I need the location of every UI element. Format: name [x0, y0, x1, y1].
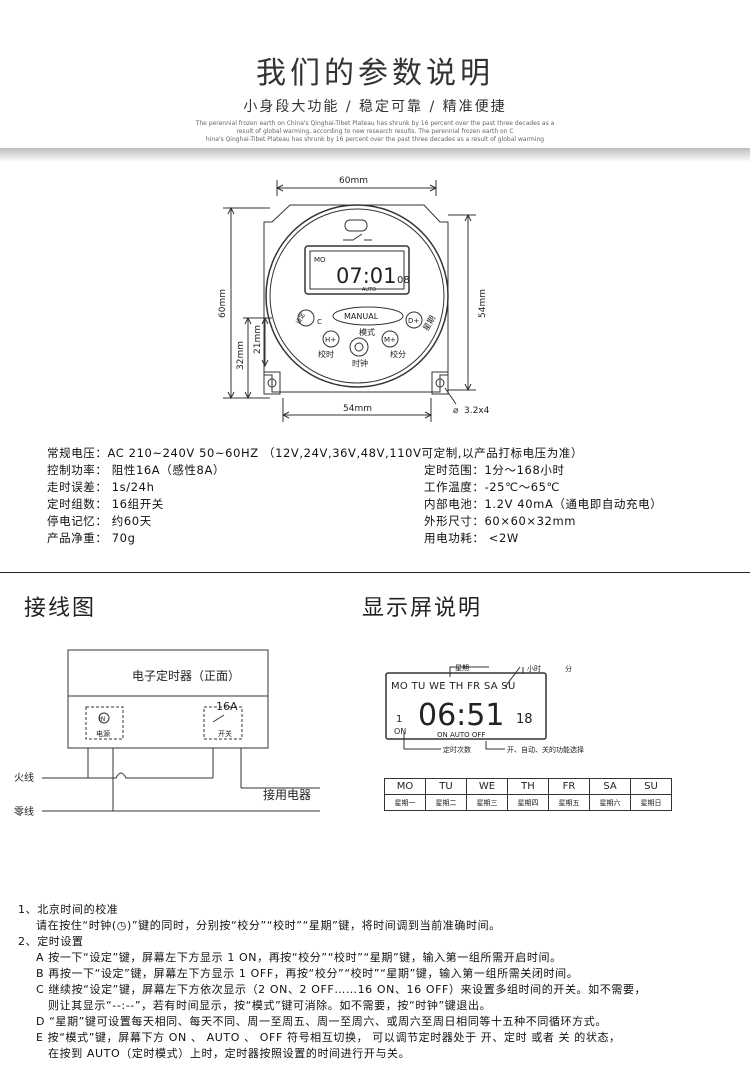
dim-right-label: 54mm: [478, 289, 488, 318]
page-subtitle: 小身段大功能 / 稳定可靠 / 精准便捷: [243, 99, 507, 115]
instruction-line: 在按到 AUTO（定时模式）上时，定时器按照设置的时间进行开与关。: [48, 1047, 411, 1060]
instruction-heading-2: 2、定时设置: [18, 935, 84, 948]
lcd-auto: AUTO: [362, 287, 376, 293]
table-row: 星期一 星期二 星期三 星期四 星期五 星期六 星期日: [384, 794, 672, 811]
dim-top-label: 60mm: [339, 176, 368, 186]
table-cell: TU: [425, 778, 467, 795]
lcd-on: ON: [394, 727, 406, 736]
spec-item: 走时误差： 1s/24h: [47, 480, 155, 494]
lcd-day: MO: [314, 256, 326, 264]
annotation-count: 定时次数: [443, 745, 471, 754]
english-line: result of global warming, according to n…: [236, 128, 514, 135]
instruction-line: C 继续按“设定”键，屏幕左下方依次显示（2 ON、2 OFF……16 ON、1…: [36, 983, 647, 996]
table-cell: 星期四: [507, 794, 549, 811]
english-blurb: The perennial frozen earth on China's Qi…: [150, 120, 600, 144]
instruction-heading-1: 1、北京时间的校准: [18, 903, 119, 916]
weekday-table: MO TU WE TH FR SA SU 星期一 星期二 星期三 星期四 星期五…: [384, 778, 672, 811]
spec-left-column: 控制功率： 阻性16A（感性8A） 走时误差： 1s/24h 定时组数： 16组…: [47, 462, 225, 547]
manual-button-label: MANUAL: [344, 312, 379, 321]
wiring-diagram: 电子定时器（正面） 16A IN 电源 开关 火线 零线 接用电器: [14, 649, 320, 818]
table-cell: WE: [466, 778, 508, 795]
header-shadow-divider: [0, 148, 750, 162]
dim-left-label: 60mm: [218, 289, 228, 318]
set-label: 设定: [294, 311, 307, 325]
spec-item: 工作温度：-25℃～65℃: [424, 480, 561, 494]
table-cell: 星期一: [384, 794, 426, 811]
section-divider: [0, 572, 750, 573]
instruction-line: 请在按住“时钟(◷)”键的同时，分别按“校分”“校时”“星期”键，将时间调到当前…: [36, 919, 501, 932]
display-title: 显示屏说明: [362, 596, 483, 621]
hole-diameter-icon: ⌀: [453, 406, 459, 416]
instruction-line: B 再按一下“设定”键，屏幕左下方显示 1 OFF，再按“校分”“校时”“星期”…: [36, 967, 579, 980]
timer-box-label: 电子定时器（正面）: [132, 668, 240, 683]
amp-label: 16A: [216, 700, 238, 713]
lcd-time: 07:01: [336, 264, 397, 288]
annotation-minute: 分: [565, 664, 572, 673]
switch-label: 开关: [218, 729, 232, 738]
lcd-group-number: 1: [396, 714, 402, 725]
dim-32-label: 32mm: [236, 341, 246, 370]
wiring-title: 接线图: [24, 596, 97, 621]
spec-item: 定时范围：1分～168小时: [424, 463, 565, 477]
annotation-week: 星期: [455, 664, 469, 672]
english-line: The perennial frozen earth on China's Qi…: [195, 120, 555, 127]
power-label: 电源: [96, 729, 110, 738]
table-cell: 星期三: [466, 794, 508, 811]
minute-label: 校分: [390, 349, 406, 359]
spec-item: 产品净重： 70g: [47, 531, 136, 545]
instruction-line: A 按一下“设定”键，屏幕左下方显示 1 ON，再按“校分”“校时”“星期”键，…: [36, 951, 562, 964]
spec-right-column: 定时范围：1分～168小时 工作温度：-25℃～65℃ 内部电池：1.2V 40…: [424, 462, 662, 547]
dplus-button-label: D+: [408, 317, 419, 325]
english-line: hina's Qinghai-Tibet Plateau has shrunk …: [205, 136, 545, 143]
hplus-button-label: H+: [325, 336, 336, 344]
annotation-mode: 开、自动、关的功能选择: [507, 745, 584, 754]
table-cell: SA: [589, 778, 631, 795]
in-label: IN: [99, 716, 105, 723]
lcd-mode-line: ON AUTO OFF: [437, 731, 485, 739]
week-label: 星期: [421, 314, 437, 332]
table-cell: 星期五: [548, 794, 590, 811]
lcd-big-time: 06:51: [418, 698, 504, 733]
live-wire-label: 火线: [14, 771, 34, 784]
mode-label: 模式: [359, 327, 375, 337]
table-cell: 星期二: [425, 794, 467, 811]
instruction-line: 则让其显示“--:--”，若有时间显示，按“模式”键可消除。如不需要，按“时钟”…: [48, 999, 492, 1012]
table-header-row: MO TU WE TH FR SA SU: [384, 778, 672, 795]
instruction-line: D “星期”键可设置每天相同、每天不同、周一至周五、周一至周六、或周六至周日相同…: [36, 1015, 607, 1028]
table-cell: 星期日: [630, 794, 672, 811]
neutral-wire-label: 零线: [14, 805, 34, 818]
lcd-seconds: 08: [397, 275, 410, 286]
annotation-hour: 小时: [527, 664, 541, 673]
table-cell: SU: [630, 778, 672, 795]
spec-item: 用电功耗： <2W: [424, 531, 519, 545]
lcd-diagram: 星期 小时 分 MO TU WE TH FR SA SU 1 06:51 18 …: [385, 664, 584, 754]
table-cell: FR: [548, 778, 590, 795]
spec-item: 停电记忆： 约60天: [47, 514, 152, 528]
table-cell: 星期六: [589, 794, 631, 811]
table-cell: TH: [507, 778, 549, 795]
clock-label: 时钟: [352, 358, 368, 368]
hour-label: 校时: [318, 349, 334, 359]
dim-21-label: 21mm: [253, 325, 263, 354]
spec-item: 控制功率： 阻性16A（感性8A）: [47, 463, 226, 477]
c-button-label: C: [317, 318, 322, 326]
lcd-weekdays: MO TU WE TH FR SA SU: [391, 681, 516, 692]
lcd-seconds-18: 18: [516, 712, 533, 727]
page-title: 我们的参数说明: [256, 56, 494, 91]
dim-hole-label: 3.2x4: [464, 406, 490, 416]
spec-item: 定时组数： 16组开关: [47, 497, 164, 511]
table-cell: MO: [384, 778, 426, 795]
dim-bottom-label: 54mm: [343, 404, 372, 414]
mplus-button-label: M+: [384, 336, 396, 344]
instruction-line: E 按“模式”键，屏幕下方 ON 、 AUTO 、 OFF 符号相互切换， 可以…: [36, 1031, 621, 1044]
spec-item: 外形尺寸：60×60×32mm: [424, 514, 577, 528]
spec-item: 内部电池：1.2V 40mA（通电即自动充电）: [424, 497, 663, 511]
dimension-drawing: 60mm 60mm 32mm 21mm 54mm 54mm ⌀ 3.2x4 MO…: [218, 176, 490, 422]
spec-voltage: 常规电压：AC 210~240V 50~60HZ （12V,24V,36V,48…: [47, 446, 584, 460]
load-label: 接用电器: [263, 787, 311, 802]
